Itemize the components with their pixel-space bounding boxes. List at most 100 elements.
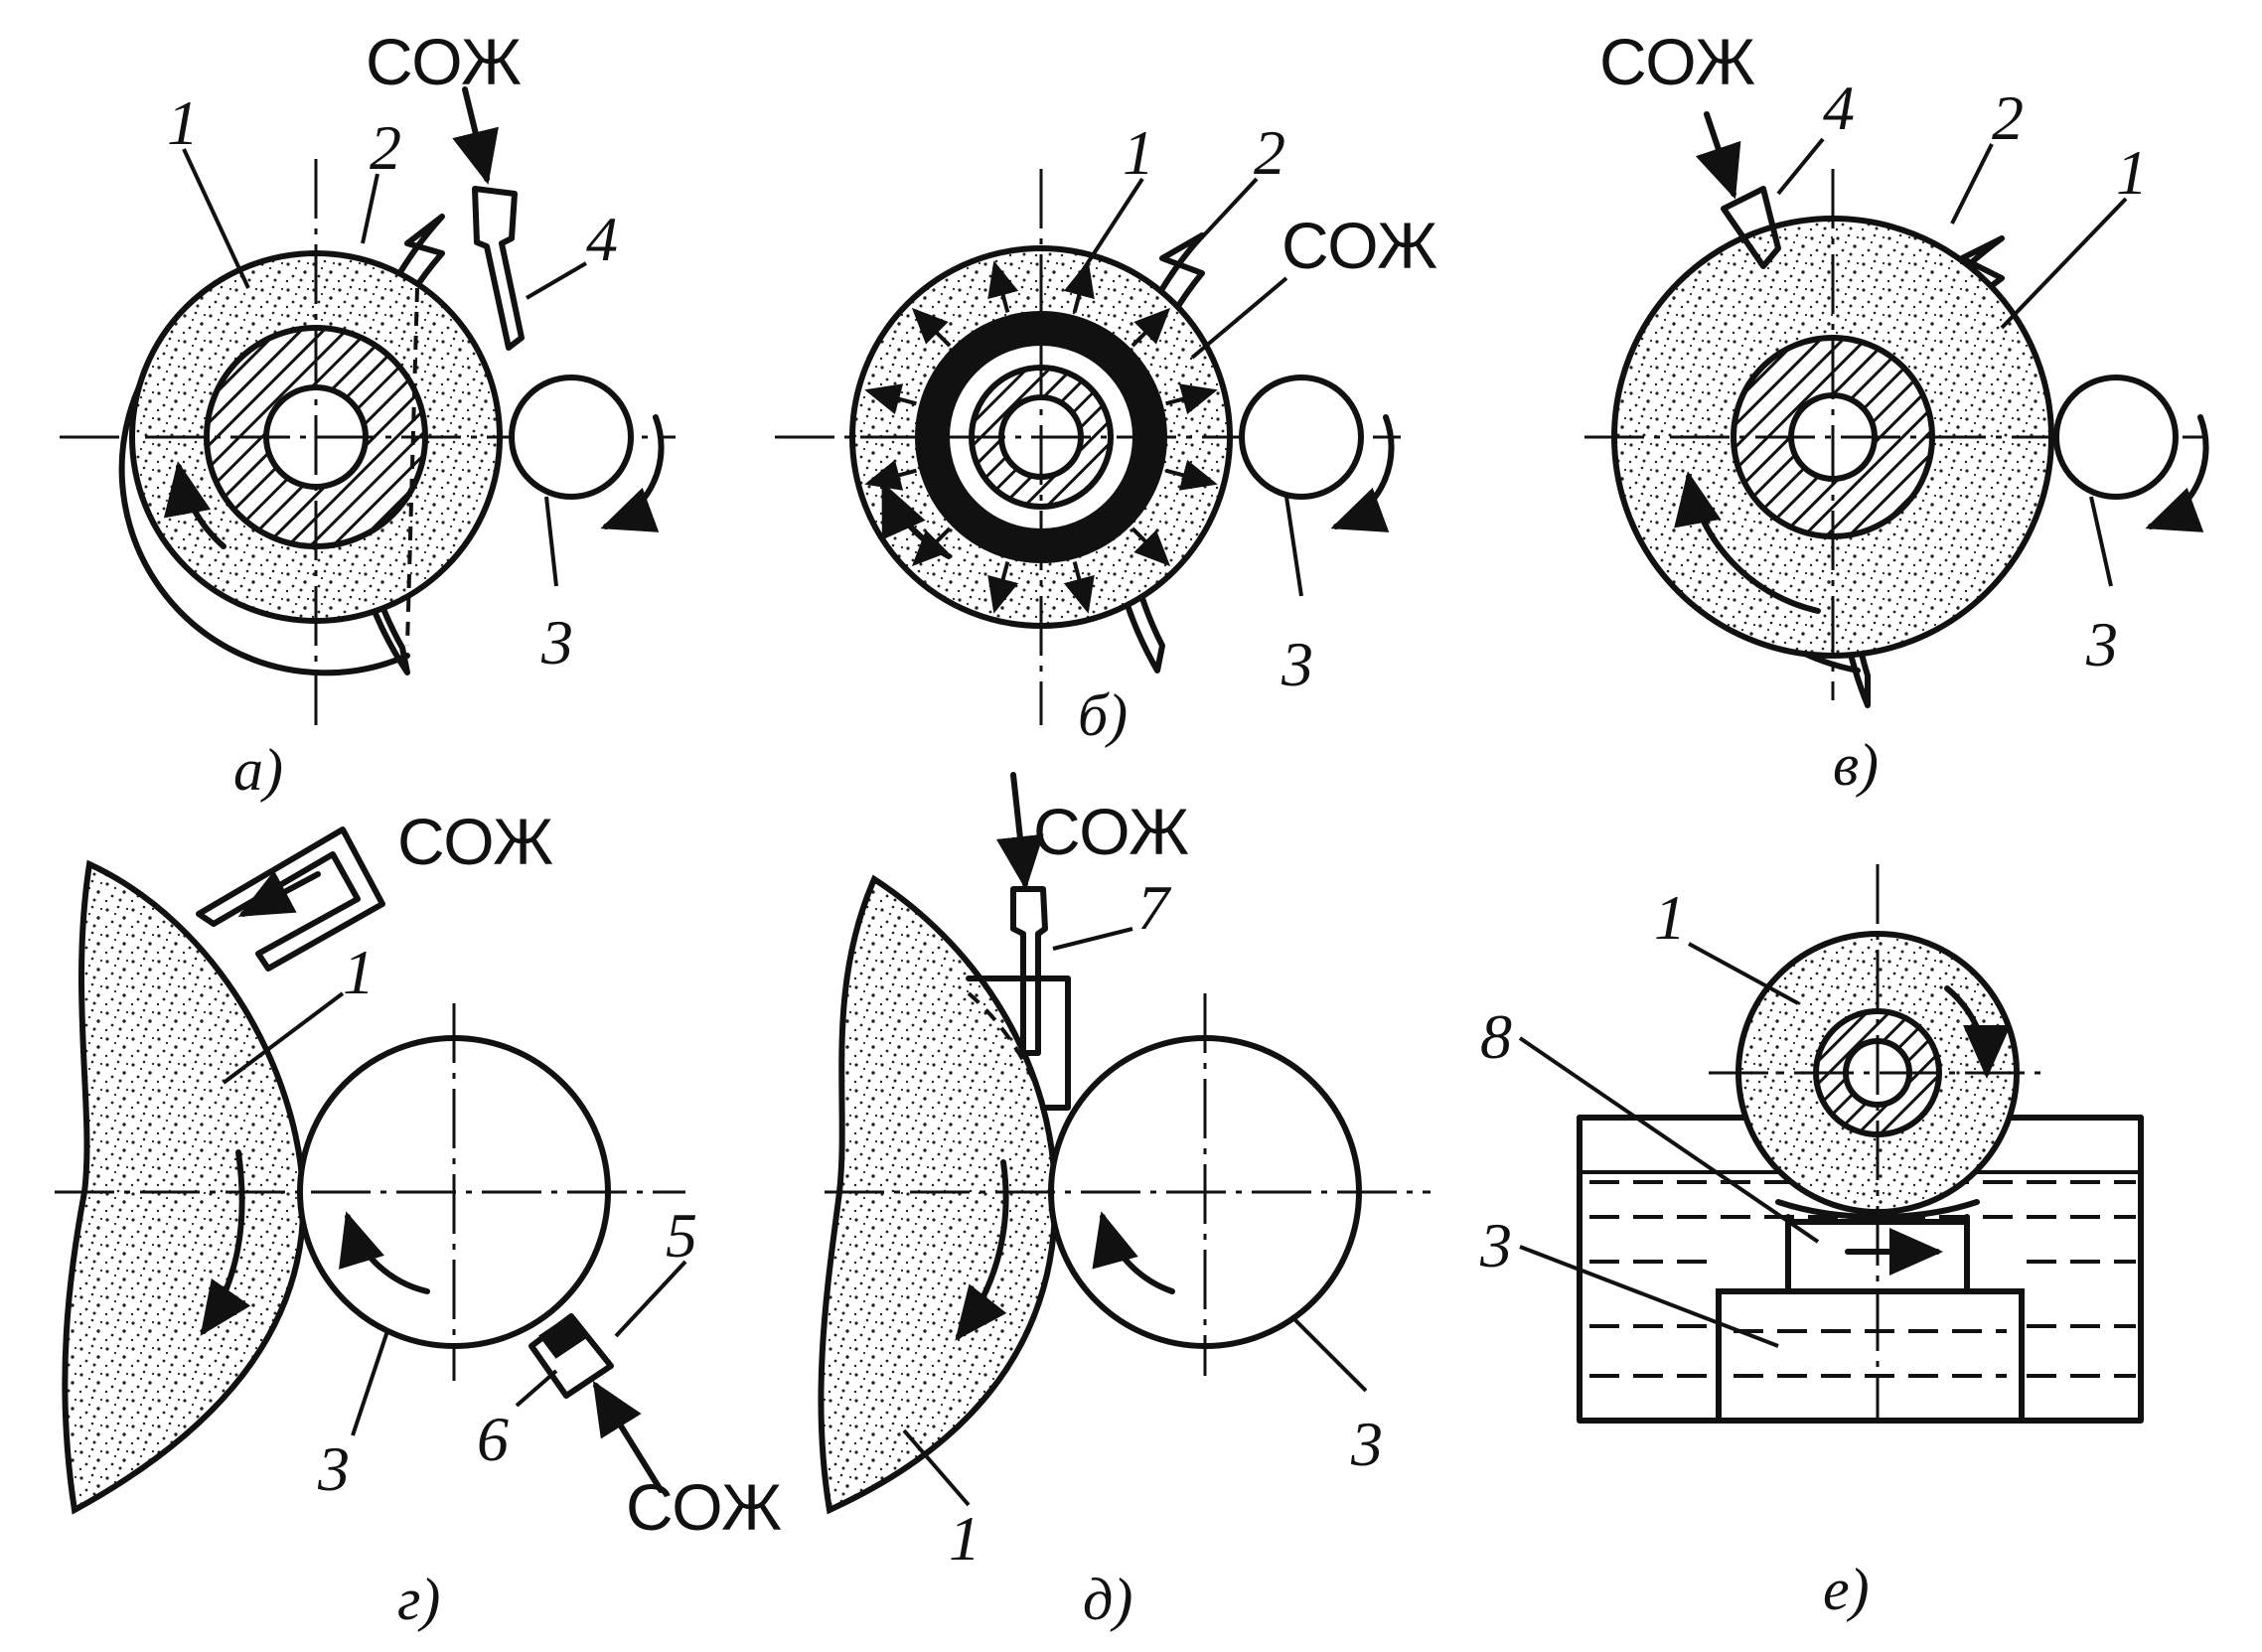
caption-d: д) [1083,1567,1132,1632]
radial-arrow [1063,561,1095,614]
radial-arrow [1165,383,1218,415]
coolant-label: СОЖ [1599,25,1755,98]
leader-8 [1518,1036,1820,1244]
coolant-label-top: СОЖ [397,805,553,878]
workpiece-3 [509,375,634,500]
label-4: 4 [1823,73,1855,143]
leader-7 [1052,927,1133,951]
panel-v: СОЖ 4 2 1 3 в) [1584,25,2209,798]
guard-edge-dashed [405,287,419,647]
coolant-label: СОЖ [366,25,522,98]
radial-arrow [1131,307,1171,348]
grinding-wheel-1 [818,874,1059,1515]
rotation-arrow-workpiece [339,1211,430,1294]
radial-arrow [987,260,1019,313]
radial-arrow [911,307,952,348]
leader-5 [614,1260,687,1338]
rotation-arrow-wheel [163,461,226,549]
leader-3 [2089,496,2113,587]
label-1: 1 [1654,882,1686,953]
radial-arrow [864,459,917,491]
panel-g: СОЖ 1 СОЖ 5 6 3 г) [55,805,782,1632]
leader-1 [182,148,250,289]
label-1: 1 [949,1503,980,1574]
coolant-leader [1190,276,1288,360]
rotation-arrow-workpiece [2145,414,2209,532]
rotation-arrow-wheel [200,1149,251,1336]
leader-3 [1284,496,1303,597]
coolant-arrow [1695,111,1741,200]
label-3: 3 [1479,1210,1512,1280]
rotation-arrow-workpiece [600,414,665,532]
coolant-label-bottom: СОЖ [626,1470,782,1544]
label-8: 8 [1480,1001,1512,1072]
rotation-arrow-wheel [881,481,952,559]
grinding-wheel-1 [62,859,307,1515]
panel-a: СОЖ 1 2 4 3 а) [60,25,676,803]
leader-1 [902,1428,971,1507]
coolant-arrow-bottom [592,1380,664,1493]
label-1: 1 [343,937,375,1007]
caption-a: а) [233,737,283,803]
coolant-label: СОЖ [1282,209,1437,282]
label-4: 4 [586,204,618,274]
label-3: 3 [1281,629,1313,699]
leader-6 [515,1369,558,1408]
label-7: 7 [1137,872,1172,943]
leader-1 [2000,197,2128,330]
leader-2 [1950,143,1994,225]
label-1: 1 [1123,117,1154,188]
workpiece-3 [2053,375,2179,500]
nozzle-7 [1010,886,1048,1056]
label-3: 3 [1350,1409,1383,1479]
leader-4 [525,261,588,300]
leader-2 [361,173,379,244]
leader-3 [1519,1245,1779,1348]
leader-1 [1076,177,1144,280]
nozzle-4 [472,186,525,351]
panel-d: СОЖ 7 1 3 д) [818,772,1431,1632]
workpiece-3 [1239,375,1364,500]
leader-2 [1185,177,1259,255]
radial-arrow [864,383,917,415]
caption-e: е) [1823,1557,1870,1622]
radial-arrow [1063,260,1095,313]
label-2: 2 [1254,117,1285,188]
label-1: 1 [2116,137,2148,208]
radial-arrow [987,561,1019,614]
label-3: 3 [2085,609,2118,679]
leader-1 [1688,942,1799,1005]
workpiece-3 [1716,1288,2025,1424]
leader-4 [1776,137,1825,196]
radial-arrow [1131,526,1171,567]
panel-b: СОЖ 1 2 3 б) [775,117,1437,748]
nozzle-shoe-7 [966,976,1071,1111]
radial-arrow [1165,459,1218,491]
rotation-arrow-wheel [1944,985,2012,1079]
rotation-arrow-workpiece [1330,414,1395,532]
label-3: 3 [540,607,573,677]
rotation-arrow-workpiece [1092,1211,1175,1294]
leader-3 [351,1330,389,1436]
leader-3 [1289,1314,1368,1393]
leader-3 [544,496,558,587]
shoe-8 [1775,1199,1980,1294]
leader-1 [222,991,345,1085]
coolant-arrow [452,86,499,185]
label-6: 6 [477,1404,509,1474]
rotation-arrow-wheel [955,1159,1009,1341]
nozzle-flow-arrow [237,870,321,917]
label-1: 1 [167,87,199,158]
label-2: 2 [1992,82,2024,153]
coolant-arrow [995,772,1044,890]
label-2: 2 [370,112,401,183]
nozzle-4 [1721,186,1781,269]
label-3: 3 [317,1433,350,1504]
caption-v: в) [1833,732,1879,798]
label-5: 5 [666,1200,697,1271]
rotation-arrow-wheel [1674,471,1821,614]
caption-b: б) [1078,682,1128,748]
cleaner-brush-6 [538,1313,589,1359]
caption-g: г) [397,1567,440,1632]
